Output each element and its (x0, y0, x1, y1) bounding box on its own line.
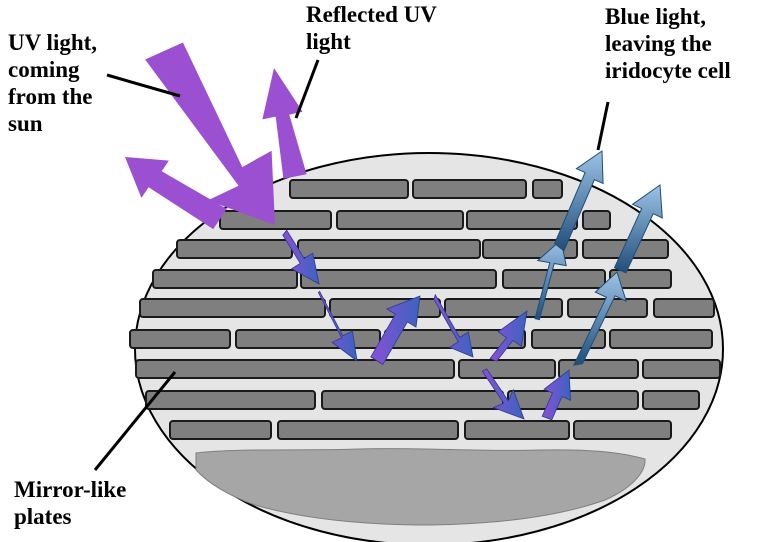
mirror-plate (444, 298, 563, 318)
uv-light-leader (106, 73, 181, 98)
svg-text:coming: coming (8, 57, 80, 82)
svg-text:Blue light,: Blue light, (605, 4, 706, 29)
svg-text:plates: plates (14, 504, 72, 529)
zigzag-segment (370, 295, 421, 366)
incoming-uv-arrow (145, 42, 275, 225)
svg-text:light: light (306, 29, 351, 54)
mirror-plate (466, 210, 578, 230)
reflected-uv-arrows (125, 68, 307, 230)
mirror-plate (412, 179, 527, 199)
zigzag-segment (541, 369, 571, 421)
blue-light-label: Blue light, leaving the iridocyte cell (605, 4, 731, 83)
zigzag-segment (317, 290, 358, 362)
mirror-plate (336, 210, 464, 230)
mirror-plate (135, 359, 455, 379)
zigzag-segment (282, 229, 320, 285)
mirror-plate (321, 390, 504, 410)
mirror-plate (169, 420, 272, 440)
reflected-uv-leader (294, 59, 320, 119)
mirror-plate (235, 329, 381, 349)
mirror-plate (507, 390, 639, 410)
blue-arrow-right (572, 271, 628, 366)
zigzag-segment (489, 310, 528, 362)
mirror-plate (300, 269, 497, 289)
mirror-plate (653, 298, 715, 318)
reflected-uv-label: Reflected UV light (306, 2, 437, 54)
mirror-plate (642, 359, 721, 379)
mirror-plates-leader (93, 371, 177, 471)
mirror-plate (152, 269, 298, 289)
blue-arrow-left (534, 239, 567, 321)
mirror-plate (582, 210, 611, 230)
mirror-plate (176, 239, 293, 259)
uv-to-blue-zigzag-path (282, 229, 571, 421)
svg-text:Reflected UV: Reflected UV (306, 2, 437, 27)
mirror-plate (642, 390, 700, 410)
blue-light-leader (596, 101, 610, 151)
mirror-plate (277, 420, 459, 440)
svg-text:sun: sun (8, 111, 43, 136)
blue-light-arrows (534, 150, 663, 366)
mirror-plate (289, 179, 409, 199)
mirror-plates (129, 179, 721, 440)
mirror-plate (129, 329, 231, 349)
svg-text:Mirror-like: Mirror-like (14, 477, 126, 502)
svg-text:UV light,: UV light, (8, 30, 97, 55)
mirror-plate (464, 420, 570, 440)
mirror-plate (502, 269, 606, 289)
mirror-plate (297, 239, 481, 259)
svg-text:from the: from the (8, 84, 93, 109)
mirror-plate (139, 298, 326, 318)
reflected-uv-arrow-left (125, 157, 227, 230)
blue-arrow-right-outer (613, 184, 663, 274)
mirror-plates-label: Mirror-like plates (14, 477, 126, 529)
svg-text:iridocyte cell: iridocyte cell (605, 58, 731, 83)
mirror-plate (219, 210, 332, 230)
mirror-plate (329, 298, 441, 318)
leader-lines (93, 59, 610, 471)
mirror-plate (458, 359, 556, 379)
mirror-plate (145, 390, 316, 410)
reflected-uv-arrow-right (262, 68, 307, 179)
uv-light-label: UV light, coming from the sun (8, 30, 97, 136)
mirror-plate (532, 179, 563, 199)
zigzag-segment (433, 293, 474, 358)
mirror-plate (558, 359, 639, 379)
mirror-plate (609, 329, 713, 349)
blue-arrow-left-outer (553, 150, 604, 252)
cell-cytoplasm (195, 448, 646, 526)
svg-text:leaving the: leaving the (605, 31, 712, 56)
mirror-plate (573, 420, 672, 440)
zigzag-segment (481, 368, 525, 420)
